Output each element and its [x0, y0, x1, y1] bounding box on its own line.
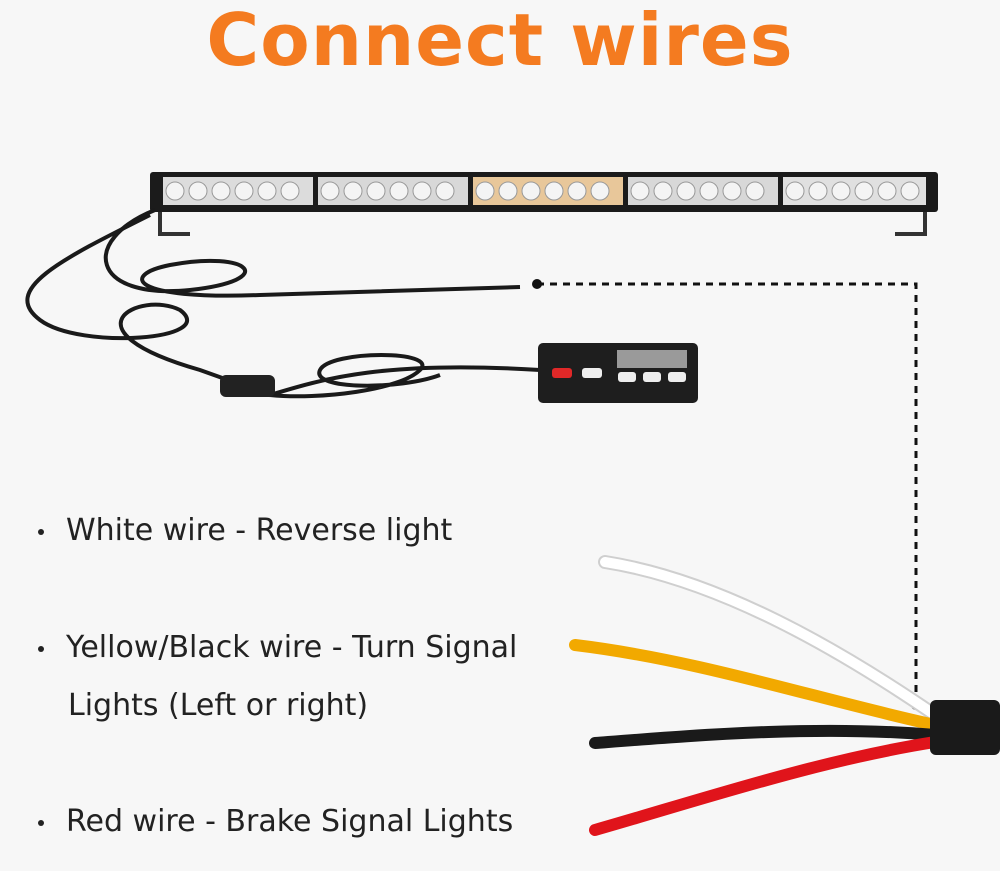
led [234, 181, 254, 201]
led [831, 181, 851, 201]
led [544, 181, 564, 201]
led [257, 181, 277, 201]
led [343, 181, 363, 201]
led [676, 181, 696, 201]
led [630, 181, 650, 201]
bullet-text: Yellow/Black wire - Turn Signal [66, 630, 518, 665]
led [280, 181, 300, 201]
bullet-continuation: Lights (Left or right) [68, 688, 369, 723]
bullet-white-wire: White wire - Reverse light [38, 502, 452, 560]
led [165, 181, 185, 201]
led [188, 181, 208, 201]
connector [220, 375, 275, 397]
led [699, 181, 719, 201]
bullet-text: White wire - Reverse light [66, 513, 453, 548]
wire-closeup [569, 555, 1000, 836]
led [745, 181, 765, 201]
led [567, 181, 587, 201]
led [475, 181, 495, 201]
led [521, 181, 541, 201]
led [877, 181, 897, 201]
led [653, 181, 673, 201]
led [435, 181, 455, 201]
led [498, 181, 518, 201]
led [590, 181, 610, 201]
bullet-text: Red wire - Brake Signal Lights [66, 804, 514, 839]
bullet-dot [38, 528, 44, 535]
led [211, 181, 231, 201]
bullet-dot [38, 645, 44, 652]
led [366, 181, 386, 201]
bullet-dot [38, 819, 44, 826]
page-title: Connect wires [206, 0, 794, 82]
led [412, 181, 432, 201]
led [389, 181, 409, 201]
bullet-red-wire: Red wire - Brake Signal Lights [38, 793, 513, 851]
led [320, 181, 340, 201]
cables [25, 208, 541, 399]
led [854, 181, 874, 201]
light-bar [150, 172, 938, 236]
led [722, 181, 742, 201]
led [900, 181, 920, 201]
led [808, 181, 828, 201]
controller [538, 343, 698, 403]
led [785, 181, 805, 201]
